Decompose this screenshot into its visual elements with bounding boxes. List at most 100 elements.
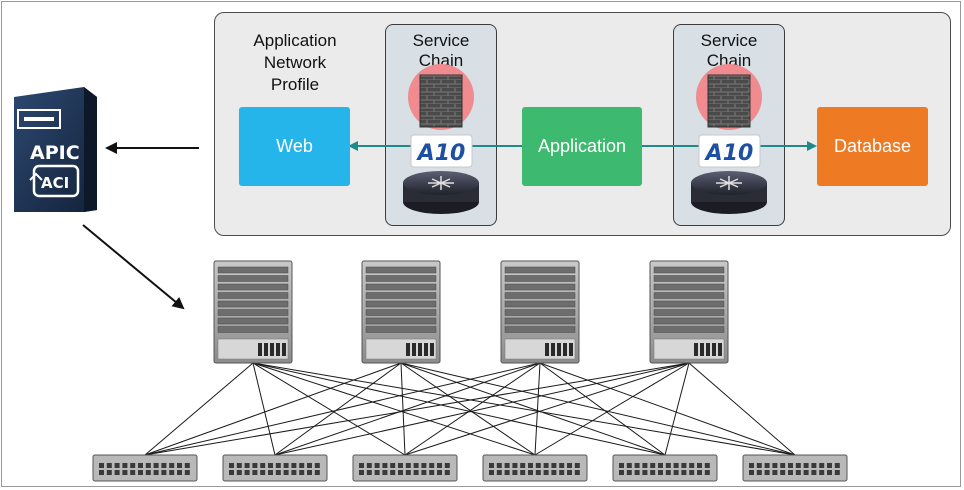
- fabric-link: [404, 362, 541, 456]
- switch-port: [520, 463, 526, 468]
- application-tier: Application: [522, 107, 642, 186]
- switch-port: [161, 470, 167, 475]
- switch-port: [244, 463, 250, 468]
- line-card: [217, 283, 289, 291]
- switch-port: [619, 463, 624, 468]
- fan-module: [406, 343, 410, 356]
- fabric-link: [400, 362, 536, 456]
- apic-drive-slot: [17, 109, 61, 129]
- switch-port: [749, 463, 754, 468]
- fabric-link: [539, 362, 796, 456]
- service-chain-left-devices: A10: [403, 64, 479, 214]
- switch-port: [780, 463, 786, 468]
- a10-logo-text: A10: [704, 141, 754, 166]
- switch-port: [504, 463, 510, 468]
- switch-port: [114, 463, 120, 468]
- leaf-switch: [482, 454, 588, 482]
- switch-port: [681, 463, 687, 468]
- switch-port: [650, 463, 656, 468]
- switch-port: [788, 463, 793, 468]
- profile-title-line-1: Application: [253, 31, 337, 50]
- fan-module: [412, 343, 416, 356]
- switch-port: [811, 463, 817, 468]
- switch-port: [359, 470, 364, 475]
- fan-module: [418, 343, 422, 356]
- switch-port: [359, 463, 364, 468]
- line-card: [365, 326, 437, 333]
- service-chain-title-line-2: Chain: [418, 51, 464, 70]
- switch-port: [444, 470, 450, 475]
- switch-port: [229, 470, 234, 475]
- fan-module: [258, 343, 262, 356]
- switch-port: [665, 463, 671, 468]
- switch-port: [543, 463, 549, 468]
- switch-port: [260, 470, 266, 475]
- switch-port: [827, 470, 832, 475]
- line-card: [365, 283, 437, 291]
- switch-port: [626, 470, 632, 475]
- switch-port: [504, 470, 510, 475]
- switch-port: [252, 463, 258, 468]
- spine-switch: [213, 260, 293, 364]
- switch-port: [184, 470, 190, 475]
- switch-port: [764, 463, 770, 468]
- switch-port: [567, 463, 572, 468]
- switch-port: [437, 463, 442, 468]
- fan-module: [557, 343, 561, 356]
- switch-port: [299, 470, 305, 475]
- switch-port: [314, 463, 320, 468]
- switch-port: [275, 470, 281, 475]
- fabric-link: [404, 362, 690, 456]
- switch-port: [283, 470, 289, 475]
- service-chain-right-devices: A10: [691, 64, 767, 214]
- line-card: [217, 326, 289, 333]
- switch-port: [567, 470, 572, 475]
- switch-port: [122, 470, 128, 475]
- switch-port: [764, 470, 770, 475]
- switch-port: [634, 470, 640, 475]
- spine-switch: [500, 260, 580, 364]
- switch-port: [145, 463, 151, 468]
- switch-port: [803, 463, 809, 468]
- switch-port: [528, 463, 533, 468]
- switch-port: [543, 470, 549, 475]
- service-chain-title-line-1: Service: [412, 31, 470, 50]
- switch-port: [749, 470, 754, 475]
- switch-port: [184, 463, 190, 468]
- switch-port: [803, 470, 809, 475]
- switch-port: [291, 463, 297, 468]
- switch-port: [811, 470, 817, 475]
- switch-port: [756, 463, 762, 468]
- leaf-switch: [222, 454, 328, 482]
- router-arrows-icon: [716, 176, 742, 190]
- line-card: [365, 275, 437, 282]
- line-card: [653, 309, 725, 316]
- switch-port: [106, 470, 112, 475]
- switch-port: [772, 470, 778, 475]
- fabric-link: [539, 362, 666, 456]
- switch-port: [574, 470, 580, 475]
- fan-module: [545, 343, 549, 356]
- line-card: [653, 266, 725, 274]
- line-card: [504, 266, 576, 274]
- switch-port: [390, 470, 396, 475]
- switch-port: [704, 463, 710, 468]
- fabric-link: [144, 362, 402, 456]
- fan-module: [276, 343, 280, 356]
- line-card: [504, 300, 576, 308]
- spine-switch: [361, 260, 441, 364]
- line-card: [504, 317, 576, 325]
- line-card: [217, 317, 289, 325]
- fabric-link: [144, 362, 541, 456]
- switch-port: [780, 470, 786, 475]
- line-card: [653, 275, 725, 282]
- line-card: [365, 317, 437, 325]
- switch-port: [673, 470, 679, 475]
- switch-port: [489, 463, 494, 468]
- line-card: [504, 275, 576, 282]
- switch-port: [169, 470, 175, 475]
- fabric-link: [144, 362, 254, 456]
- fan-module: [563, 343, 567, 356]
- fabric-link: [664, 362, 690, 456]
